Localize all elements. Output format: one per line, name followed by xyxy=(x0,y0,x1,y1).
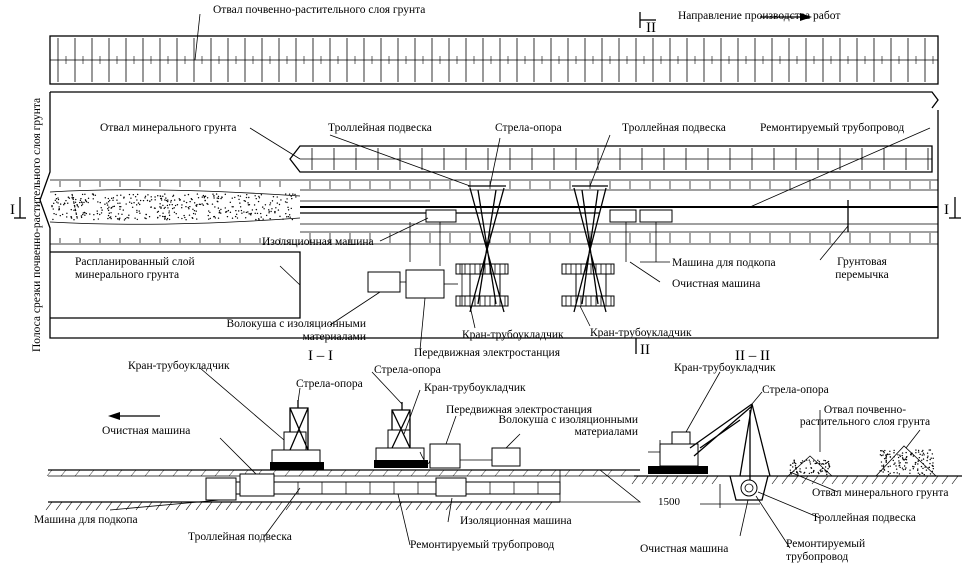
trench-hatching xyxy=(59,181,931,243)
s1-label-undermining: Машина для подкопа xyxy=(34,514,138,526)
s1-label-power-station: Передвижная электростанция xyxy=(446,404,593,416)
cleared-strip-stipple xyxy=(51,193,297,221)
s1-label-crane-2: Кран-трубоукладчик xyxy=(424,382,526,394)
label-leveled-layer: Распланированный слой минерального грунт… xyxy=(75,256,195,281)
cut-mark-left-text: I xyxy=(10,202,15,218)
cut2-mark-bottom-text: II xyxy=(640,342,650,358)
label-topsoil-dump: Отвал почвенно-растительного слоя грунта xyxy=(213,4,425,16)
section-1-crane-1 xyxy=(270,400,324,470)
label-mineral-dump: Отвал минерального грунта xyxy=(100,122,237,134)
label-undermining-machine: Машина для подкопа xyxy=(672,257,776,269)
label-drag-materials: Волокуша с изоляционными материалами xyxy=(226,318,366,343)
s1-label-insulation: Изоляционная машина xyxy=(460,515,572,527)
boom-support-left xyxy=(468,185,506,313)
cut2-mark-top-text: II xyxy=(646,20,656,36)
s1-label-boom-2: Стрела-опора xyxy=(374,364,441,376)
label-strip: Полоса срезки почвенно-растительного сло… xyxy=(31,98,43,352)
s1-label-cleaning-machine: Очистная машина xyxy=(102,425,190,437)
s1-label-boom-1: Стрела-опора xyxy=(296,378,363,390)
section-2-topsoil-dump xyxy=(875,445,937,477)
section-2-title: II – II xyxy=(735,348,770,364)
section-2-pipe xyxy=(740,479,758,497)
label-trolley-left: Троллейная подвеска xyxy=(328,122,432,134)
insulation-machine-plan xyxy=(425,209,457,223)
section-1-crane-2 xyxy=(374,402,428,468)
s2-label-mineral-dump: Отвал минерального грунта xyxy=(812,487,949,499)
label-crane-right: Кран-трубоукладчик xyxy=(590,327,692,339)
section-2-crane xyxy=(648,403,771,480)
right-of-way-outline xyxy=(39,91,939,339)
cut-marker-right xyxy=(949,197,961,219)
s1-label-drag: Волокуша с изоляционными материалами xyxy=(498,414,638,438)
cut2-marker-top xyxy=(639,12,656,28)
label-trolley-right: Троллейная подвеска xyxy=(622,122,726,134)
s2-label-cleaning: Очистная машина xyxy=(640,543,728,555)
section-2-ground-hatching xyxy=(631,475,959,485)
section-2-mineral-dump xyxy=(787,455,833,477)
section-1-undermining-machine xyxy=(205,477,237,501)
undermining-machine-plan xyxy=(609,209,637,223)
mineral-dump-strip xyxy=(289,145,933,173)
drag-with-materials-plan xyxy=(367,271,401,293)
section-2-dump-stipple xyxy=(789,449,935,476)
s2-label-boom: Стрела-опора xyxy=(762,384,829,396)
plan-leader-lines xyxy=(194,13,931,351)
section-1-drag xyxy=(491,447,521,467)
cut-mark-right-text: I xyxy=(944,202,949,218)
cleaning-machine-plan xyxy=(639,209,673,223)
section-1-cleaning-machine xyxy=(239,473,275,497)
label-boom-support: Стрела-опора xyxy=(495,122,562,134)
label-crane-left: Кран-трубоукладчик xyxy=(462,329,564,341)
s1-label-pipeline: Ремонтируемый трубопровод xyxy=(410,539,554,551)
label-power-station: Передвижная электростанция xyxy=(414,347,561,359)
plan-view: I I II II xyxy=(10,4,961,359)
s2-dimension-text: 1500 xyxy=(658,496,681,508)
s1-label-crane-top: Кран-трубоукладчик xyxy=(128,360,230,372)
cut-marker-left xyxy=(14,197,26,219)
section-1-leader-lines xyxy=(109,367,521,546)
s1-label-trolley: Троллейная подвеска xyxy=(188,531,292,543)
topsoil-dump-hatching xyxy=(57,38,934,82)
s2-label-topsoil-dump: Отвал почвенно-растительного слоя грунта xyxy=(799,404,931,428)
section-2: II – II xyxy=(631,348,962,563)
power-station-plan xyxy=(405,269,445,299)
section-1-insulation-machine xyxy=(435,477,467,497)
section-1-title: I – I xyxy=(308,348,333,364)
s2-label-trolley: Троллейная подвеска xyxy=(812,512,916,524)
label-insulation-machine: Изоляционная машина xyxy=(262,236,374,248)
label-soil-plug: Грунтовая перемычка xyxy=(835,256,889,281)
section-2-leader-lines xyxy=(685,371,921,549)
label-cleaning-machine: Очистная машина xyxy=(672,278,760,290)
label-repaired-pipeline: Ремонтируемый трубопровод xyxy=(760,122,904,134)
section-1-ground-hatching xyxy=(45,469,627,511)
s2-label-crane: Кран-трубоукладчик xyxy=(674,362,776,374)
s2-label-pipeline: Ремонтируемый трубопровод xyxy=(786,538,866,563)
section-1: I – I xyxy=(34,348,642,551)
section-1-power-station xyxy=(429,443,461,469)
mineral-dump-hatching xyxy=(311,148,929,170)
label-work-direction: Направление производства работ xyxy=(678,10,840,22)
